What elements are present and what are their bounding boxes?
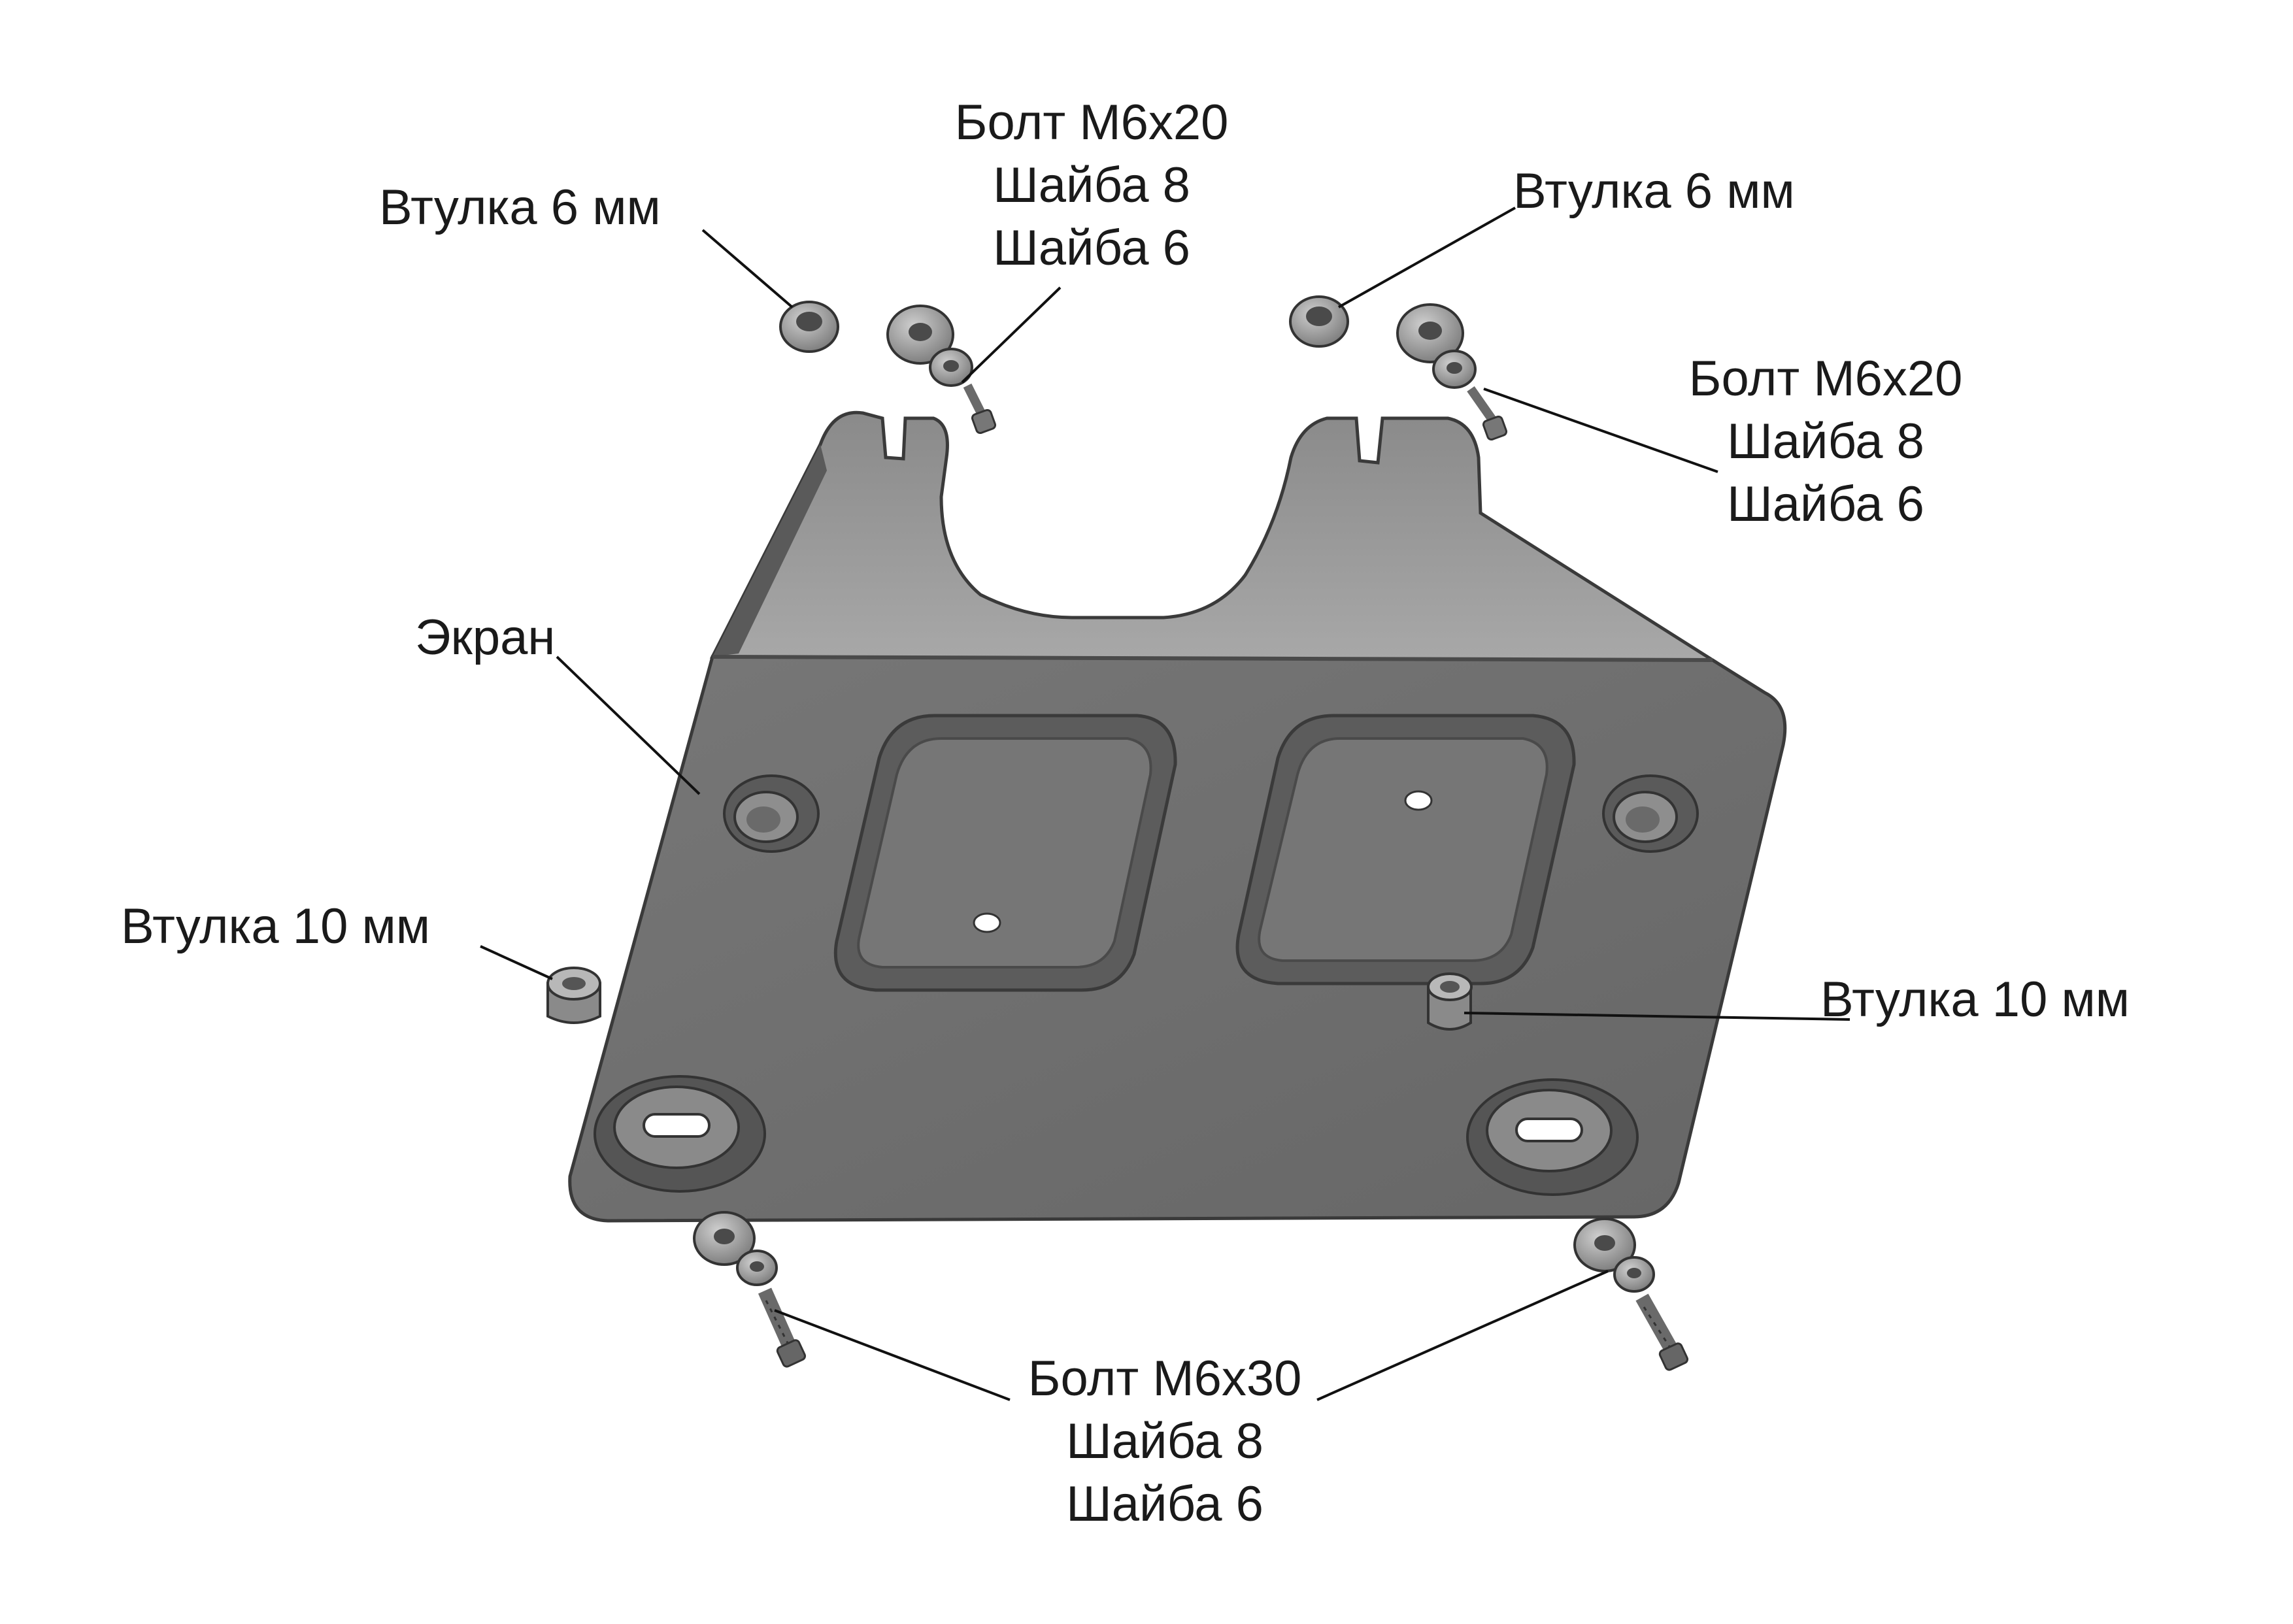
leader-bushing10-right [1464,1012,1850,1021]
bolt-kit-top-center [886,305,997,435]
label-bushing10-right: Втулка 10 мм [1820,972,2130,1027]
label-bushing6-right: Втулка 6 мм [1513,163,1795,219]
leader-bushing10-left [480,945,553,980]
bolt-kit-bottom-left [693,1211,807,1368]
label-kit-top-right: Болт М6х20 Шайба 8 Шайба 6 [1689,348,1963,536]
slot-boss-left [594,1075,766,1193]
leader-kit-bottom-right [1316,1270,1609,1401]
bolt-kit-top-right [1396,303,1508,441]
label-screen: Экран [415,610,556,665]
kit-top-right-washer6: Шайба 6 [1727,476,1924,532]
leader-kit-top-center [961,286,1062,384]
kit-top-center-washer6: Шайба 6 [993,220,1190,276]
label-kit-top-center: Болт М6х20 Шайба 8 Шайба 6 [955,91,1229,280]
bolt-kit-bottom-right [1573,1218,1689,1371]
recess-right [1235,714,1576,986]
plate-upper-flange [709,410,1718,662]
kit-bottom-washer8: Шайба 8 [1066,1414,1264,1469]
label-bushing6-left: Втулка 6 мм [379,180,661,235]
bushing-6mm-left [779,301,839,353]
bushing-10mm-right [1427,972,1473,1031]
kit-top-center-bolt: Болт М6х20 [954,95,1229,150]
leader-bushing6-left [701,229,794,308]
recess-left [833,714,1177,992]
plate-flange-side [712,444,827,657]
leader-screen [556,655,701,795]
label-kit-bottom: Болт М6х30 Шайба 8 Шайба 6 [1028,1348,1302,1536]
side-hole-left [723,774,820,853]
leader-kit-top-right [1483,388,1718,473]
leader-kit-bottom-left [774,1309,1011,1401]
leader-lines [480,207,1850,1401]
bushing-10mm-left [546,967,601,1024]
kit-top-center-washer8: Шайба 8 [993,157,1190,213]
side-hole-right [1602,774,1699,853]
skid-plate [568,410,1787,1223]
bushing-6mm-right [1289,295,1349,348]
kit-top-right-washer8: Шайба 8 [1727,414,1924,469]
label-bushing10-left: Втулка 10 мм [121,899,430,954]
kit-bottom-washer6: Шайба 6 [1066,1476,1264,1532]
kit-bottom-bolt: Болт М6х30 [1028,1351,1302,1406]
slot-boss-right [1466,1078,1639,1196]
leader-bushing6-right [1338,207,1516,308]
kit-top-right-bolt: Болт М6х20 [1688,351,1963,406]
